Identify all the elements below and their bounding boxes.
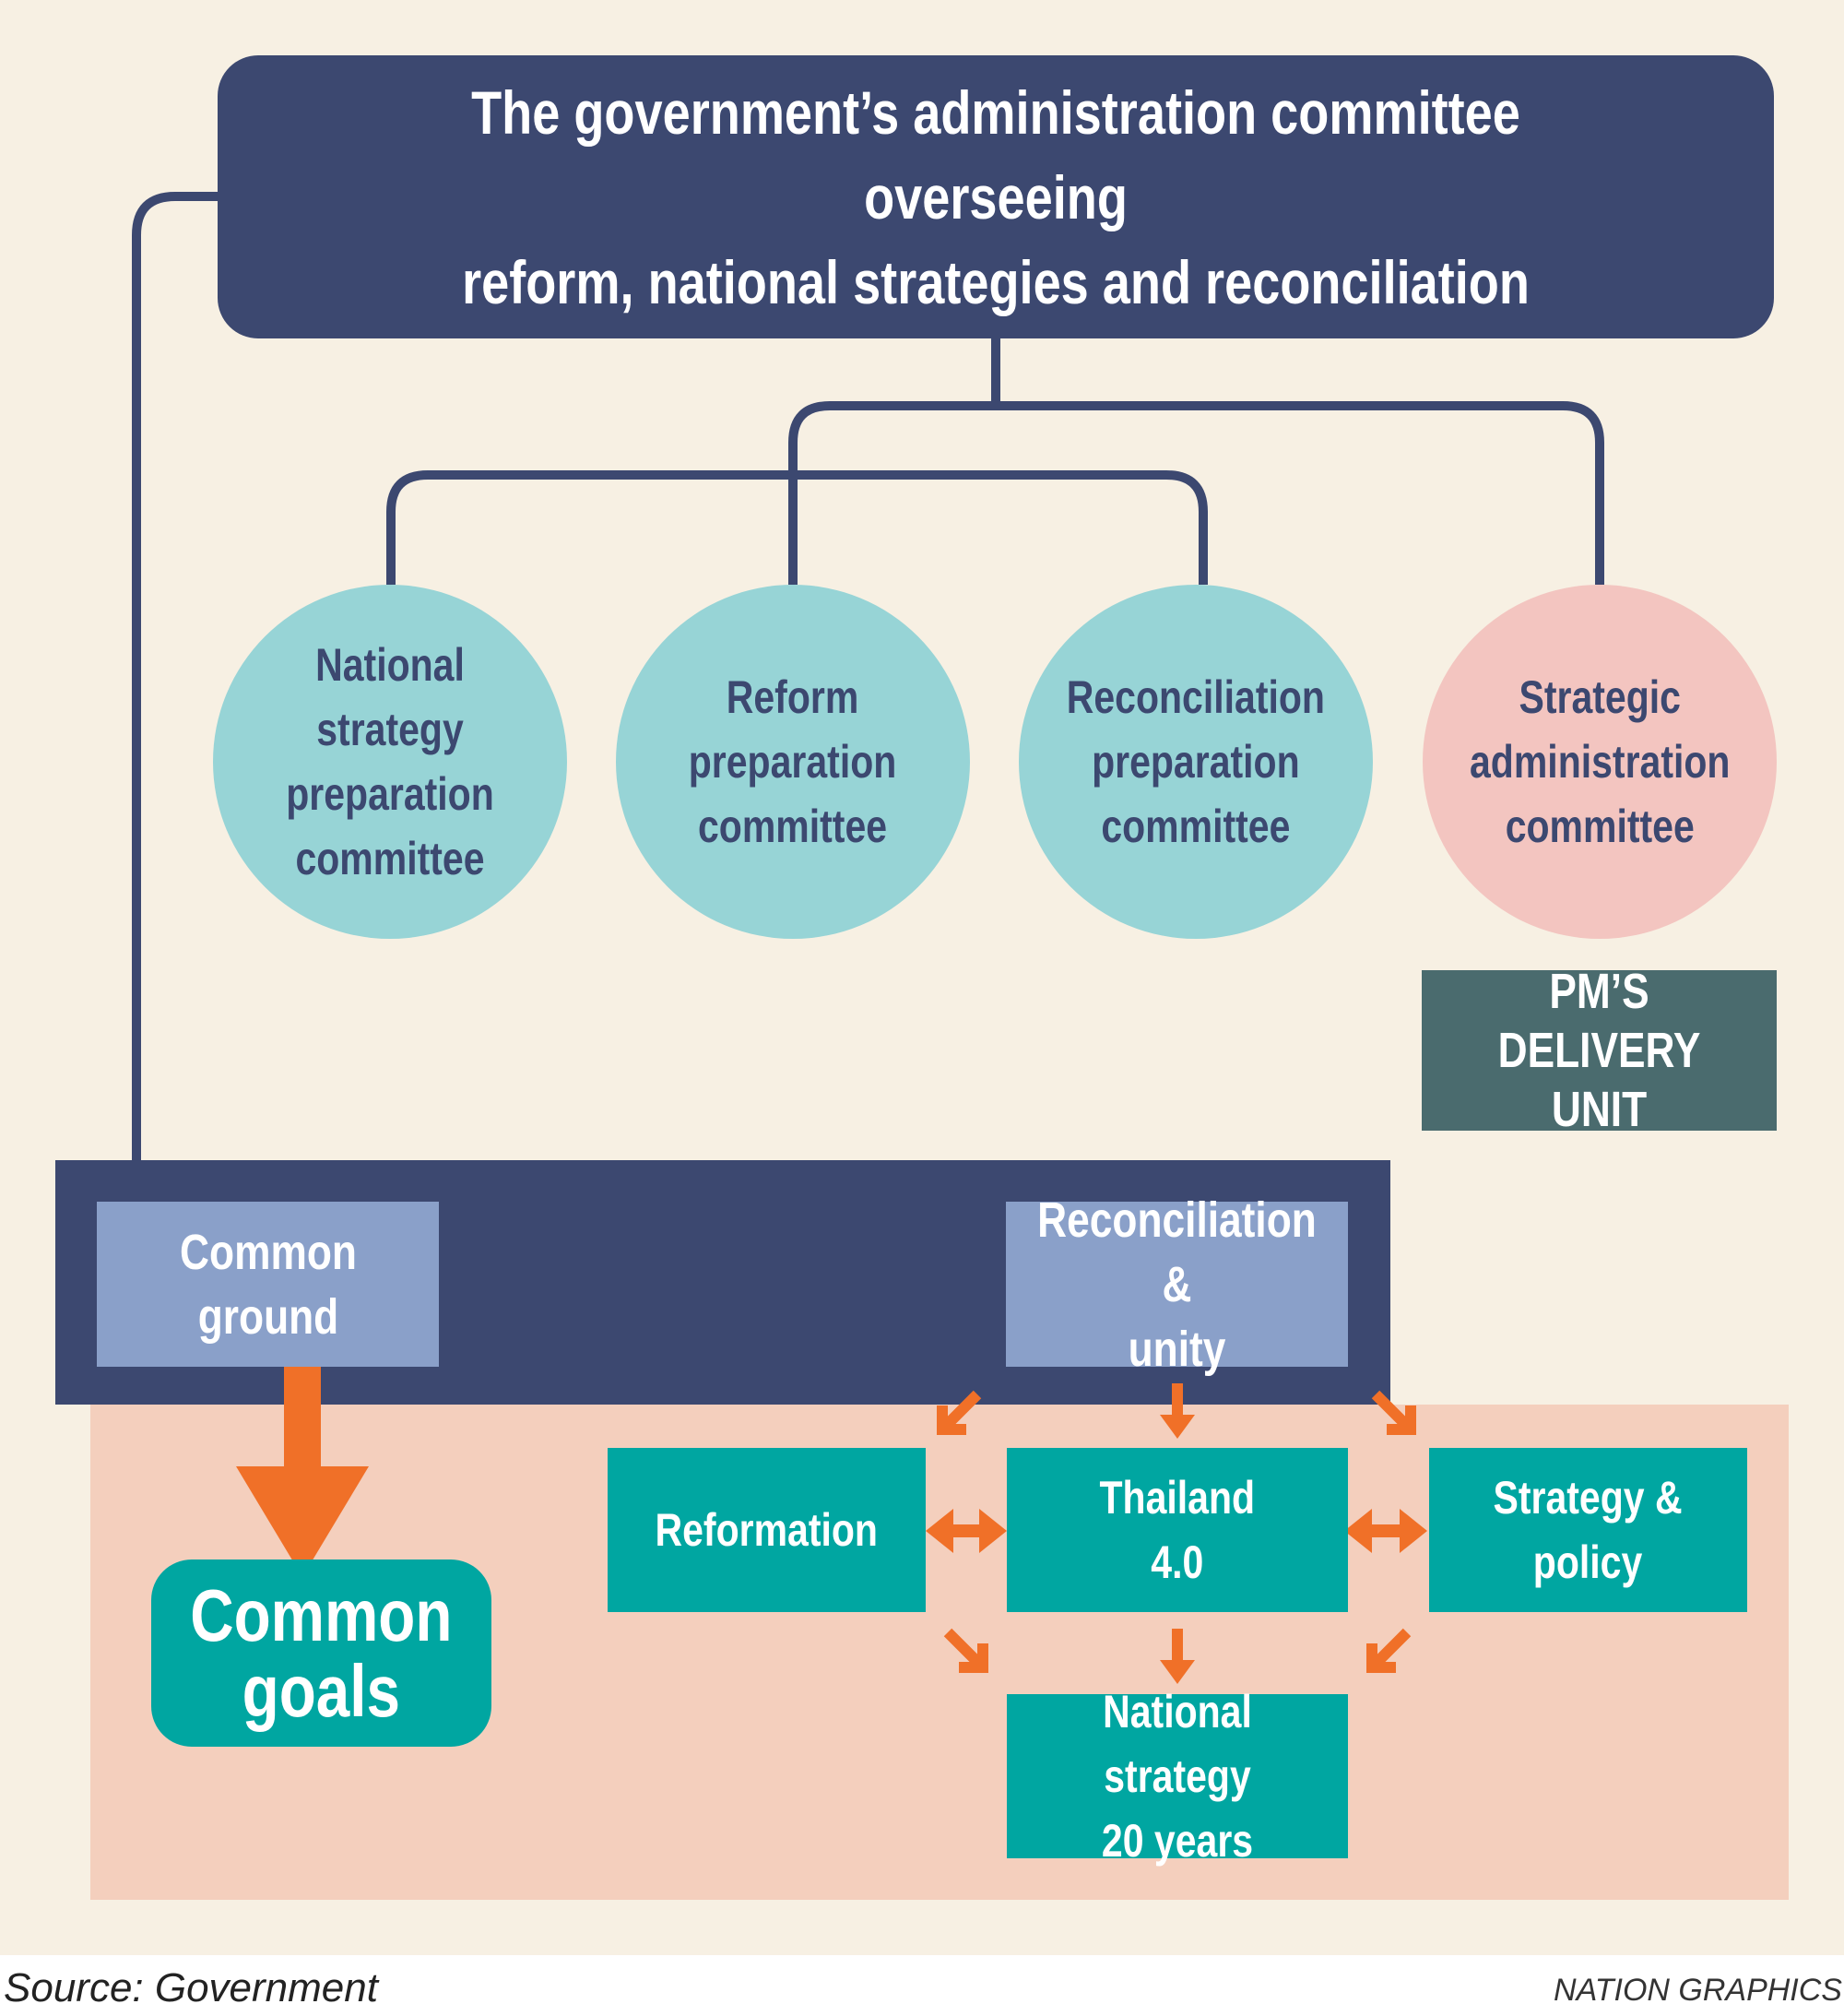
national-strategy-20-years-box: National strategy 20 years bbox=[1007, 1686, 1348, 1867]
strategic-administration-committee-label: Strategic administration committee bbox=[1469, 671, 1731, 852]
reconciliation-committee-label: Reconciliation preparation committee bbox=[1066, 671, 1326, 852]
arrow-down-top bbox=[1160, 1383, 1195, 1439]
reformation-label: Reformation bbox=[655, 1504, 879, 1556]
reformation-box: Reformation bbox=[608, 1448, 926, 1612]
reconciliation-committee: Reconciliation preparation committee bbox=[1019, 585, 1373, 939]
reconciliation-unity-label: Reconciliation & unity bbox=[1037, 1192, 1317, 1377]
common-ground-label: Common ground bbox=[179, 1224, 357, 1345]
flow-arrows bbox=[236, 1365, 1427, 1684]
administration-committee: The government’s administration committe… bbox=[218, 55, 1774, 338]
double-arrow-right bbox=[1344, 1509, 1427, 1553]
pm-delivery-unit: PM’S DELIVERY UNIT bbox=[1422, 964, 1777, 1137]
administration-committee-label: The government’s administration committe… bbox=[462, 77, 1530, 316]
thailand-40-label: Thailand 4.0 bbox=[1099, 1472, 1256, 1588]
common-ground-down-arrow bbox=[236, 1365, 369, 1577]
reform-committee: Reform preparation committee bbox=[616, 585, 970, 939]
arrow-down-bottom bbox=[1160, 1629, 1195, 1684]
source-note: Source: Government bbox=[4, 1965, 378, 2010]
double-arrow-left bbox=[926, 1509, 1007, 1553]
pm-delivery-unit-label: PM’S DELIVERY UNIT bbox=[1497, 964, 1701, 1137]
strategy-policy-label: Strategy & policy bbox=[1493, 1472, 1684, 1588]
common-goals-label: Common goals bbox=[190, 1573, 453, 1732]
thailand-40-box: Thailand 4.0 bbox=[1007, 1448, 1348, 1612]
connector-outer-bracket bbox=[788, 401, 1604, 585]
diagonal-arrows bbox=[937, 1390, 1416, 1673]
graphics-credit: NATION GRAPHICS bbox=[1554, 1973, 1842, 2008]
reform-committee-label: Reform preparation committee bbox=[689, 671, 897, 852]
national-strategy-committee: National strategy preparation committee bbox=[213, 585, 567, 939]
reconciliation-unity-box: Reconciliation & unity bbox=[1006, 1192, 1348, 1377]
connector-side-feedback bbox=[132, 192, 218, 1160]
common-ground-box: Common ground bbox=[97, 1202, 439, 1367]
strategy-policy-box: Strategy & policy bbox=[1429, 1448, 1747, 1612]
national-strategy-committee-label: National strategy preparation committee bbox=[286, 639, 494, 884]
strategic-administration-committee: Strategic administration committee bbox=[1423, 585, 1777, 939]
national-strategy-20-years-label: National strategy 20 years bbox=[1101, 1686, 1254, 1867]
common-goals-box: Common goals bbox=[151, 1559, 491, 1747]
connector-inner-bracket bbox=[386, 470, 1208, 585]
